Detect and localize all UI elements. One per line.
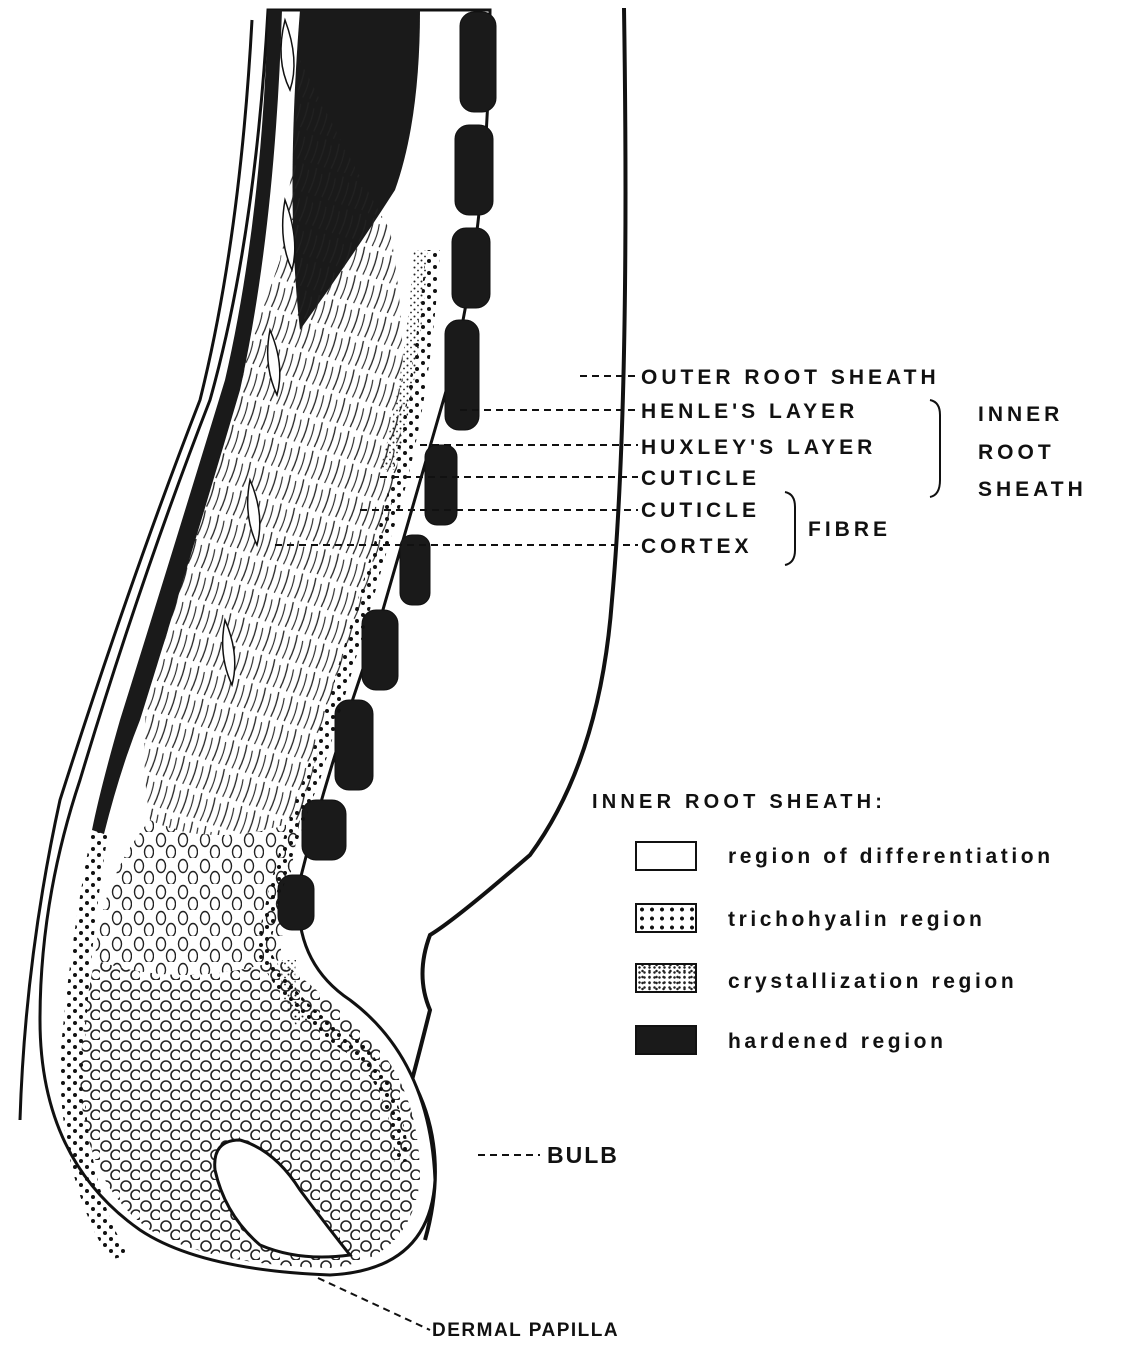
legend-swatch-trichohyalin: [635, 903, 697, 933]
label-outer-root-sheath: OUTER ROOT SHEATH: [641, 366, 940, 390]
label-henles-layer: HENLE'S LAYER: [641, 400, 858, 424]
label-dermal-papilla: DERMAL PAPILLA: [432, 1319, 619, 1343]
label-fibre-group: FIBRE: [808, 518, 891, 542]
legend-label-trichohyalin: trichohyalin region: [728, 908, 985, 932]
label-irs-group-sheath: SHEATH: [978, 478, 1087, 502]
legend-label-hardened: hardened region: [728, 1030, 947, 1054]
legend-swatch-crystallization: [635, 963, 697, 993]
legend-label-differentiation: region of differentiation: [728, 845, 1054, 869]
label-irs-group-root: ROOT: [978, 441, 1055, 465]
label-huxleys-layer: HUXLEY'S LAYER: [641, 436, 876, 460]
label-irs-group-inner: INNER: [978, 403, 1063, 427]
legend-swatch-hardened: [635, 1025, 697, 1055]
label-bulb: BULB: [547, 1143, 619, 1167]
label-cortex: CORTEX: [641, 535, 753, 559]
label-fibre-cuticle: CUTICLE: [641, 499, 760, 523]
label-irs-cuticle: CUTICLE: [641, 467, 760, 491]
legend-label-crystallization: crystallization region: [728, 970, 1017, 994]
legend-title: INNER ROOT SHEATH:: [592, 790, 886, 814]
legend-swatch-differentiation: [635, 841, 697, 871]
fibre-bracket: [785, 492, 795, 565]
irs-bracket: [930, 400, 940, 497]
